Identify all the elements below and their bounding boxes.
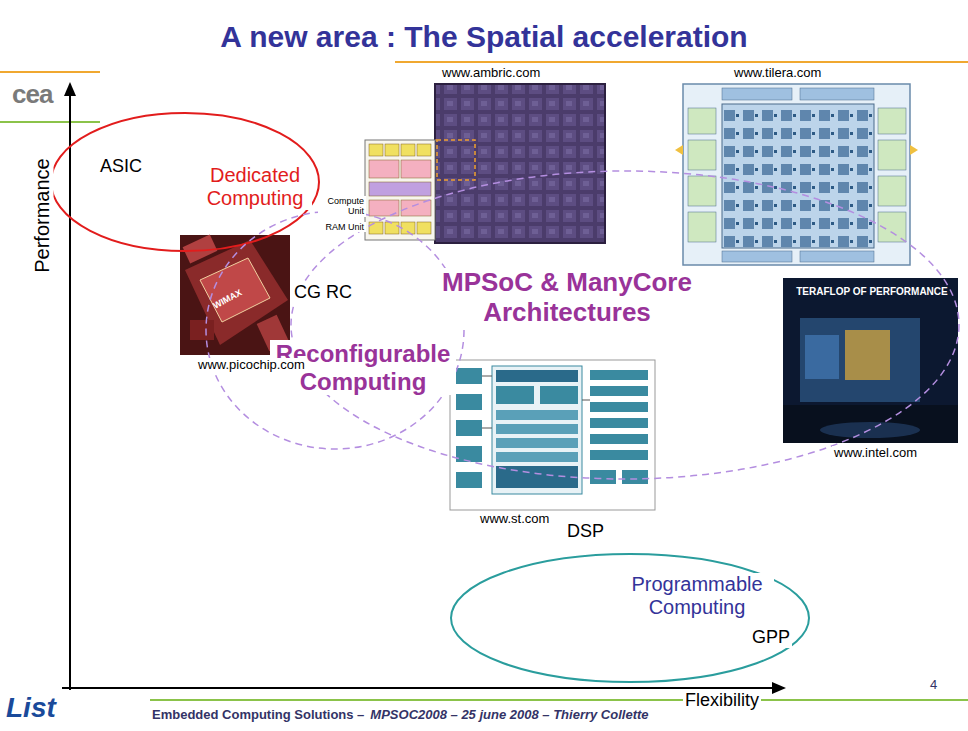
y-axis	[69, 92, 71, 690]
logo-text: cea	[10, 80, 54, 110]
x-axis	[62, 687, 775, 689]
part-label: Compute Unit	[318, 196, 366, 217]
ellipse-outline	[206, 211, 464, 449]
node-label: Dedicated Computing	[198, 164, 312, 210]
ambric-chip	[365, 84, 605, 243]
ellipse-region: MPSoC & ManyCore Architectures	[290, 170, 960, 480]
axis-label: Performance	[31, 154, 54, 278]
axis-arrowhead	[772, 682, 786, 694]
node-label: MPSoC & ManyCore Architectures	[400, 268, 734, 328]
url-label: www.picochip.com	[196, 358, 307, 373]
header-rule	[0, 121, 100, 123]
footer-text: Embedded Computing Solutions –	[150, 708, 366, 723]
url-label: www.tilera.com	[732, 66, 823, 81]
footer-rule	[150, 699, 968, 701]
ellipse-outline	[291, 171, 959, 479]
ellipse-region: CG RCReconfigurable Computing	[205, 210, 465, 450]
st-block-diagram	[450, 360, 655, 510]
ellipse-region: ASIC Dedicated Computing	[50, 112, 320, 252]
url-label: www.st.com	[478, 512, 551, 527]
ellipse-region: DSPProgrammable ComputingGPP	[450, 553, 810, 683]
header-rule	[395, 61, 968, 63]
slide-title: A new area : The Spatial acceleration	[0, 20, 968, 55]
node-heading: CG RC	[292, 282, 354, 303]
photo-caption: TERAFLOP OF PERFORMANCE	[790, 286, 954, 298]
url-label: www.intel.com	[832, 446, 919, 461]
url-label: www.ambric.com	[440, 66, 542, 81]
header-rule	[0, 71, 100, 73]
ellipse-outline	[51, 113, 319, 251]
footer-text: MPSOC2008 – 25 june 2008 – Thierry Colle…	[368, 708, 650, 723]
page-number: 4	[928, 678, 939, 693]
part-label: RAM Unit	[318, 222, 366, 232]
picochip-photo	[180, 235, 290, 355]
axis-arrowhead	[64, 82, 76, 96]
intel-photo	[783, 278, 958, 443]
node-label: GPP	[750, 627, 792, 648]
node-heading: DSP	[565, 521, 606, 542]
node-heading: ASIC	[98, 156, 144, 177]
ellipse-outline	[451, 554, 809, 682]
node-label: Programmable Computing	[620, 573, 774, 619]
tilera-chip	[675, 84, 918, 265]
logo-text: List	[4, 692, 58, 724]
ellipse-outline	[205, 210, 465, 450]
axis-label: Flexibility	[683, 690, 761, 711]
